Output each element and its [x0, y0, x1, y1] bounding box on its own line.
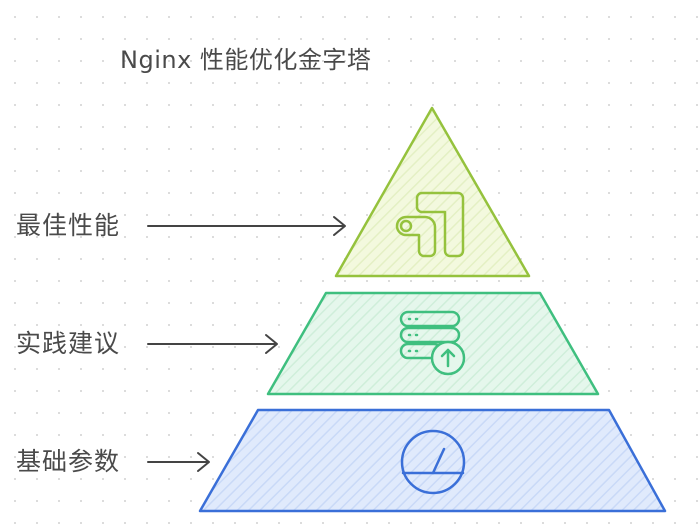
- pyramid-tier-bottom: [198, 408, 667, 513]
- level-label-basic-params: 基础参数: [16, 447, 121, 476]
- gauge-icon: [400, 429, 466, 495]
- level-label-practical-advice: 实践建议: [16, 329, 121, 358]
- arrow-top: [147, 216, 346, 236]
- arrow-bottom: [147, 452, 210, 472]
- diagram-title: Nginx 性能优化金字塔: [120, 46, 372, 74]
- route-arrows-icon: [395, 191, 465, 258]
- arrow-middle: [147, 334, 278, 354]
- level-label-best-performance: 最佳性能: [16, 211, 121, 240]
- server-upload-icon: [399, 310, 466, 376]
